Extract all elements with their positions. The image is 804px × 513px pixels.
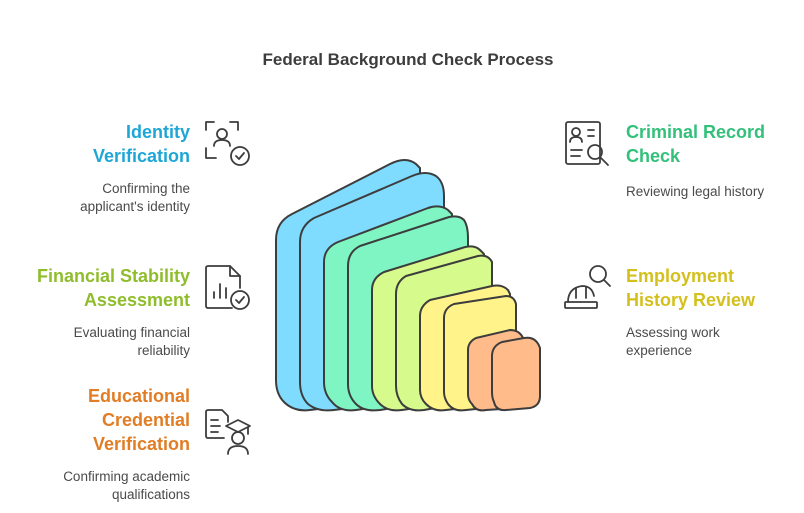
step-education-heading-line1: Educational bbox=[87, 386, 190, 406]
step-education-heading-line3: Verification bbox=[92, 434, 190, 454]
step-employment-desc: Assessing work experience bbox=[626, 324, 720, 360]
step-employment-desc-line1: Assessing work bbox=[626, 325, 720, 340]
step-education-heading: Educational Credential Verification bbox=[88, 384, 190, 456]
step-identity-desc-line2: applicant's identity bbox=[80, 199, 190, 214]
step-financial-desc-line1: Evaluating financial bbox=[73, 325, 190, 340]
step-identity-heading-line2: Verification bbox=[92, 146, 190, 166]
step-employment-heading-line2: History Review bbox=[626, 290, 756, 310]
step-financial-heading-line1: Financial Stability bbox=[36, 266, 190, 286]
step-criminal-heading: Criminal Record Check bbox=[626, 120, 765, 168]
step-employment-heading-line1: Employment bbox=[626, 266, 735, 286]
step-financial-heading-line2: Assessment bbox=[83, 290, 190, 310]
layer-green-back bbox=[323, 205, 453, 412]
step-financial-heading: Financial Stability Assessment bbox=[37, 264, 190, 312]
step-financial-desc-line2: reliability bbox=[137, 343, 190, 358]
step-criminal-desc: Reviewing legal history bbox=[626, 183, 764, 201]
hardhat-search-icon bbox=[562, 262, 614, 314]
layer-blue-front bbox=[299, 172, 445, 412]
step-employment-desc-line2: experience bbox=[626, 343, 693, 358]
step-identity-heading: Identity Verification bbox=[93, 120, 190, 168]
id-scan-icon bbox=[202, 118, 254, 170]
graduate-document-icon bbox=[202, 406, 254, 458]
step-identity-heading-line1: Identity bbox=[125, 122, 190, 142]
layer-green-front bbox=[347, 215, 469, 412]
layer-lime-front bbox=[395, 254, 493, 412]
step-criminal-heading-line2: Check bbox=[626, 146, 681, 166]
step-education-desc: Confirming academic qualifications bbox=[63, 468, 190, 504]
page-title: Federal Background Check Process bbox=[262, 50, 554, 69]
step-identity-desc: Confirming the applicant's identity bbox=[80, 180, 190, 216]
step-education-desc-line2: qualifications bbox=[111, 487, 190, 502]
financial-report-icon bbox=[202, 262, 254, 314]
step-financial-desc: Evaluating financial reliability bbox=[74, 324, 190, 360]
step-identity-desc-line1: Confirming the bbox=[102, 181, 190, 196]
step-education-desc-line1: Confirming academic bbox=[63, 469, 190, 484]
layer-blue-back bbox=[275, 159, 421, 412]
step-criminal-heading-line1: Criminal Record bbox=[626, 122, 766, 142]
step-education-heading-line2: Credential bbox=[101, 410, 190, 430]
layer-yellow-front bbox=[443, 295, 517, 412]
layer-orange-front bbox=[491, 336, 541, 412]
step-employment-heading: Employment History Review bbox=[626, 264, 755, 312]
layer-orange-back bbox=[467, 329, 525, 412]
layer-lime-back bbox=[371, 245, 485, 412]
step-criminal-desc-line1: Reviewing legal history bbox=[626, 184, 765, 199]
document-search-icon bbox=[562, 118, 614, 170]
layer-yellow-back bbox=[419, 284, 511, 412]
